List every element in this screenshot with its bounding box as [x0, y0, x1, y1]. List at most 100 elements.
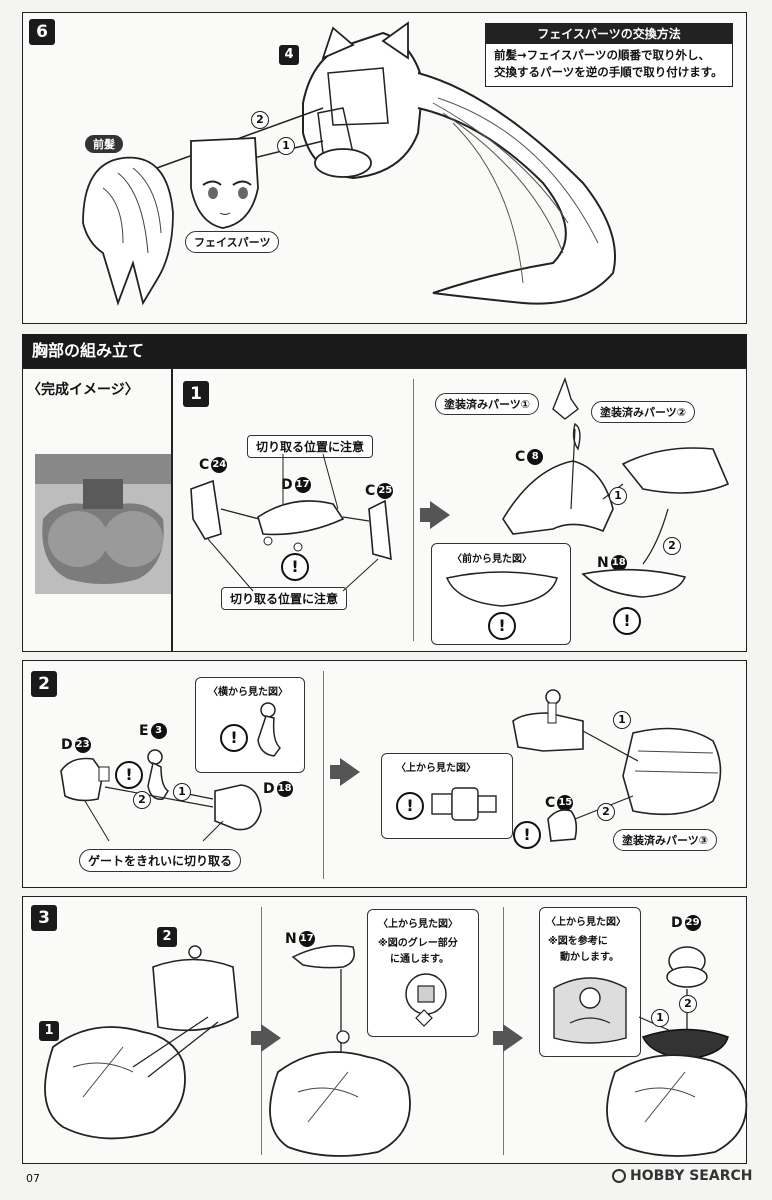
part-n18-number: 18: [610, 555, 627, 571]
chest-section-header: 胸部の組み立て: [22, 334, 747, 368]
complete-image-photo: [35, 454, 171, 594]
chest-section-title: 胸部の組み立て: [32, 341, 145, 360]
instruction-line-1: 前髪→フェイスパーツの順番で取り外し、: [494, 48, 711, 62]
top-view-box-step-3a: 〈上から見た図〉 ※図のグレー部分 に通します。: [367, 909, 479, 1037]
step-1-flow-arrow-bar: [420, 508, 430, 522]
warning-icon: !: [513, 821, 541, 849]
order-2-marker: 2: [251, 111, 269, 129]
step-3-left-parts: [44, 945, 239, 1140]
step-3-sub-1: 1: [39, 1021, 59, 1041]
top-view-title-step-2: 〈上から見た図〉: [396, 763, 476, 774]
top-view-illustration-step-2: [431, 787, 497, 821]
top-view-box-step-3b: 〈上から見た図〉 ※図を参考に 動かします。: [539, 907, 641, 1057]
side-view-title: 〈横から見た図〉: [208, 687, 288, 698]
top-view-box-step-2: 〈上から見た図〉 !: [381, 753, 513, 839]
face-parts-label: フェイスパーツ: [185, 231, 280, 253]
cut-note-top: 切り取る位置に注意: [247, 435, 374, 458]
top-view-illustration-step-3b: [553, 977, 627, 1044]
order-2-marker: 2: [133, 791, 151, 809]
part-c8-letter: C: [515, 449, 526, 465]
step-3-right-parts: [606, 946, 748, 1157]
order-1-marker: 1: [173, 783, 191, 801]
step-2-number: 2: [31, 671, 57, 697]
part-n18-letter: N: [597, 555, 609, 571]
part-d23-number: 23: [74, 737, 91, 753]
gray-note-line-1: ※図のグレー部分: [378, 938, 458, 949]
part-d17-letter: D: [281, 477, 293, 493]
part-n17-number: 17: [298, 931, 315, 947]
order-1-marker: 1: [613, 711, 631, 729]
side-view-box: 〈横から見た図〉 !: [195, 677, 305, 773]
step-3-sub-2: 2: [157, 927, 177, 947]
instruction-line-2: 交換するパーツを逆の手順で取り付けます。: [494, 65, 723, 79]
step-2-flow-arrow: [340, 758, 360, 786]
part-c8-number: 8: [527, 449, 544, 465]
order-2-marker: 2: [663, 537, 681, 555]
part-c24-number: 24: [211, 457, 228, 473]
part-c15-number: 15: [557, 795, 574, 811]
order-1-marker: 1: [651, 1009, 669, 1027]
gray-note-line-2: に通します。: [390, 954, 449, 965]
painted-parts-3-label: 塗装済みパーツ③: [613, 829, 718, 851]
step-3-middle-parts: [269, 945, 411, 1157]
watermark: HOBBY SEARCH: [612, 1168, 752, 1184]
part-d23-letter: D: [61, 737, 73, 753]
step-1-flow-arrow: [430, 501, 450, 529]
step-3-flow-arrow-bar-1: [251, 1031, 261, 1045]
top-view-title-step-3b: 〈上から見た図〉: [546, 917, 626, 928]
step-1-number: 1: [183, 381, 209, 407]
step-2-right-parts: [512, 689, 722, 842]
step-3-flow-arrow-bar-2: [493, 1031, 503, 1045]
top-view-illustration-step-3a: [405, 973, 447, 1027]
page-number: 07: [26, 1172, 40, 1185]
part-d18-letter: D: [263, 781, 275, 797]
instruction-header: フェイスパーツの交換方法: [486, 24, 732, 44]
step-3-flow-arrow-1: [261, 1024, 281, 1052]
order-1-marker: 1: [277, 137, 295, 155]
order-2-marker: 2: [679, 995, 697, 1013]
painted-parts-2-label: 塗装済みパーツ②: [591, 401, 696, 423]
step-1-right-parts: [502, 376, 730, 598]
step-number: 6: [29, 19, 55, 45]
step-3-number: 3: [31, 905, 57, 931]
ref-note-line-2: 動かします。: [560, 952, 619, 963]
instruction-box: フェイスパーツの交換方法 前髪→フェイスパーツの順番で取り外し、 交換するパーツ…: [485, 23, 733, 87]
part-e3-number: 3: [150, 723, 167, 739]
top-view-title-step-3a: 〈上から見た図〉: [378, 919, 458, 930]
front-view-illustration: [445, 571, 558, 607]
head-illustration: [82, 21, 616, 306]
complete-image-title: 〈完成イメージ〉: [27, 382, 139, 398]
part-d29-number: 29: [684, 915, 701, 931]
part-c24-letter: C: [199, 457, 210, 473]
bangs-label: 前髪: [85, 135, 123, 153]
step-3-flow-arrow-2: [503, 1024, 523, 1052]
warning-icon: !: [220, 724, 248, 752]
front-view-title: 〈前から見た図〉: [452, 554, 532, 565]
front-view-box: 〈前から見た図〉 !: [431, 543, 571, 645]
step-1-divider: [413, 379, 414, 641]
step-2-divider: [323, 671, 324, 879]
part-c15-letter: C: [545, 795, 556, 811]
part-e3-letter: E: [139, 723, 149, 739]
part-c25-number: 25: [377, 483, 394, 499]
painted-parts-1-label: 塗装済みパーツ①: [435, 393, 540, 415]
section-6-panel: 6 フェイスパーツの交換方法 前髪→フェイスパーツの順番で取り外し、 交換するパ…: [22, 12, 747, 324]
part-d29-letter: D: [671, 915, 683, 931]
warning-icon: !: [613, 607, 641, 635]
watermark-text: HOBBY SEARCH: [630, 1168, 753, 1184]
side-view-illustration: [257, 702, 281, 757]
cut-note-bottom: 切り取る位置に注意: [221, 587, 348, 610]
warning-icon: !: [281, 553, 309, 581]
warning-icon: !: [488, 612, 516, 640]
